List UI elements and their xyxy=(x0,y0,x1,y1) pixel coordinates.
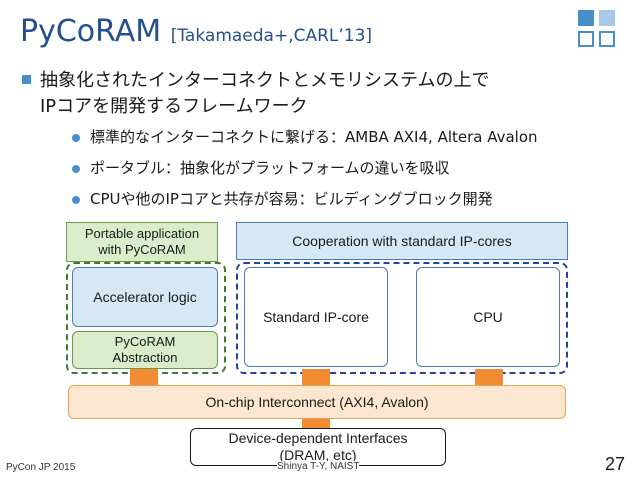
logo-square-br xyxy=(599,31,615,47)
ip-core-group-dashed-outline xyxy=(236,262,568,374)
logo-square-tr xyxy=(599,10,615,26)
title-citation: [Takamaeda+,CARL’13] xyxy=(170,26,373,46)
bullet-square-icon xyxy=(22,75,31,84)
slide-title: PyCoRAM [Takamaeda+,CARL’13] xyxy=(20,14,372,49)
main-bullet-line2: IPコアを開発するフレームワーク xyxy=(40,96,308,117)
page-number: 27 xyxy=(605,454,626,474)
naist-logo xyxy=(578,10,622,54)
cpu-block: CPU xyxy=(416,267,560,367)
portable-application-label: Portable application with PyCoRAM xyxy=(66,222,218,262)
device-label-line1: Device-dependent Interfaces xyxy=(228,430,408,446)
connector-device xyxy=(302,419,330,429)
footer-left: PyCon JP 2015 xyxy=(6,462,76,473)
logo-square-tl xyxy=(578,10,594,26)
device-dependent-interfaces-block: Device-dependent Interfaces (DRAM, etc) xyxy=(190,428,446,466)
interconnect-label: On-chip Interconnect (AXI4, Avalon) xyxy=(205,394,429,410)
pycoram-label-line1: PyCoRAM xyxy=(114,334,176,349)
cpu-label: CPU xyxy=(473,309,503,325)
main-bullet: 抽象化されたインターコネクトとメモリシステムの上で IPコアを開発するフレームワ… xyxy=(40,68,600,120)
footer-center: Shinya T-Y, NAIST xyxy=(277,461,360,472)
cooperation-label-text: Cooperation with standard IP-cores xyxy=(292,233,512,249)
sub-bullet-dot-icon xyxy=(72,165,80,173)
standard-ip-core-block: Standard IP-core xyxy=(244,267,388,367)
sub-bullet-1: 標準的なインターコネクトに繋げる：AMBA AXI4, Altera Avalo… xyxy=(90,128,538,146)
cooperation-label: Cooperation with standard IP-cores xyxy=(236,222,568,260)
pycoram-abstraction-block: PyCoRAM Abstraction xyxy=(72,331,218,369)
sub-bullet-dot-icon xyxy=(72,196,80,204)
portable-label-line2: with PyCoRAM xyxy=(98,242,186,257)
main-bullet-line1: 抽象化されたインターコネクトとメモリシステムの上で xyxy=(40,70,490,91)
logo-square-bl xyxy=(578,31,594,47)
portable-label-line1: Portable application xyxy=(84,226,200,241)
standard-ip-core-label: Standard IP-core xyxy=(263,309,369,325)
on-chip-interconnect-bar: On-chip Interconnect (AXI4, Avalon) xyxy=(68,385,566,419)
sub-bullet-3: CPUや他のIPコアと共存が容易：ビルディングブロック開発 xyxy=(90,190,493,208)
sub-bullet-dot-icon xyxy=(72,134,80,142)
pycoram-label-line2: Abstraction xyxy=(112,350,178,365)
connector-pycoram xyxy=(130,369,158,385)
accelerator-logic-label: Accelerator logic xyxy=(93,289,197,305)
device-label-line2: (DRAM, etc) xyxy=(279,447,357,463)
connector-cpu xyxy=(475,369,503,385)
accelerator-logic-block: Accelerator logic xyxy=(72,267,218,327)
sub-bullet-2: ポータブル：抽象化がプラットフォームの違いを吸収 xyxy=(90,159,450,177)
title-text: PyCoRAM xyxy=(20,14,162,49)
connector-standard-ip xyxy=(302,369,330,385)
